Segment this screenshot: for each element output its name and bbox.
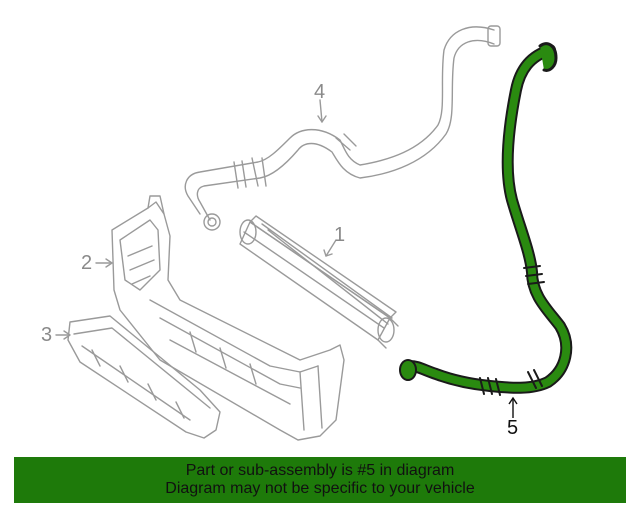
callout-5-leader (508, 396, 518, 418)
callout-2: 2 (81, 252, 93, 274)
callout-5: 5 (507, 417, 519, 439)
banner-line-2: Diagram may not be specific to your vehi… (165, 480, 475, 497)
part-4-upper-hose[interactable] (184, 25, 501, 231)
part-3-lower-shield[interactable] (67, 315, 221, 439)
callout-3: 3 (41, 324, 53, 346)
exploded-parts-diagram (55, 25, 573, 441)
info-banner: Part or sub-assembly is #5 in diagram Di… (14, 457, 626, 503)
callout-4: 4 (314, 81, 326, 103)
banner-line-1: Part or sub-assembly is #5 in diagram (185, 462, 455, 479)
callout-1: 1 (334, 224, 346, 246)
part-2-bracket[interactable] (111, 195, 345, 441)
part-1-oil-cooler[interactable] (239, 215, 399, 349)
part-5-highlighted-hose[interactable] (399, 42, 573, 396)
